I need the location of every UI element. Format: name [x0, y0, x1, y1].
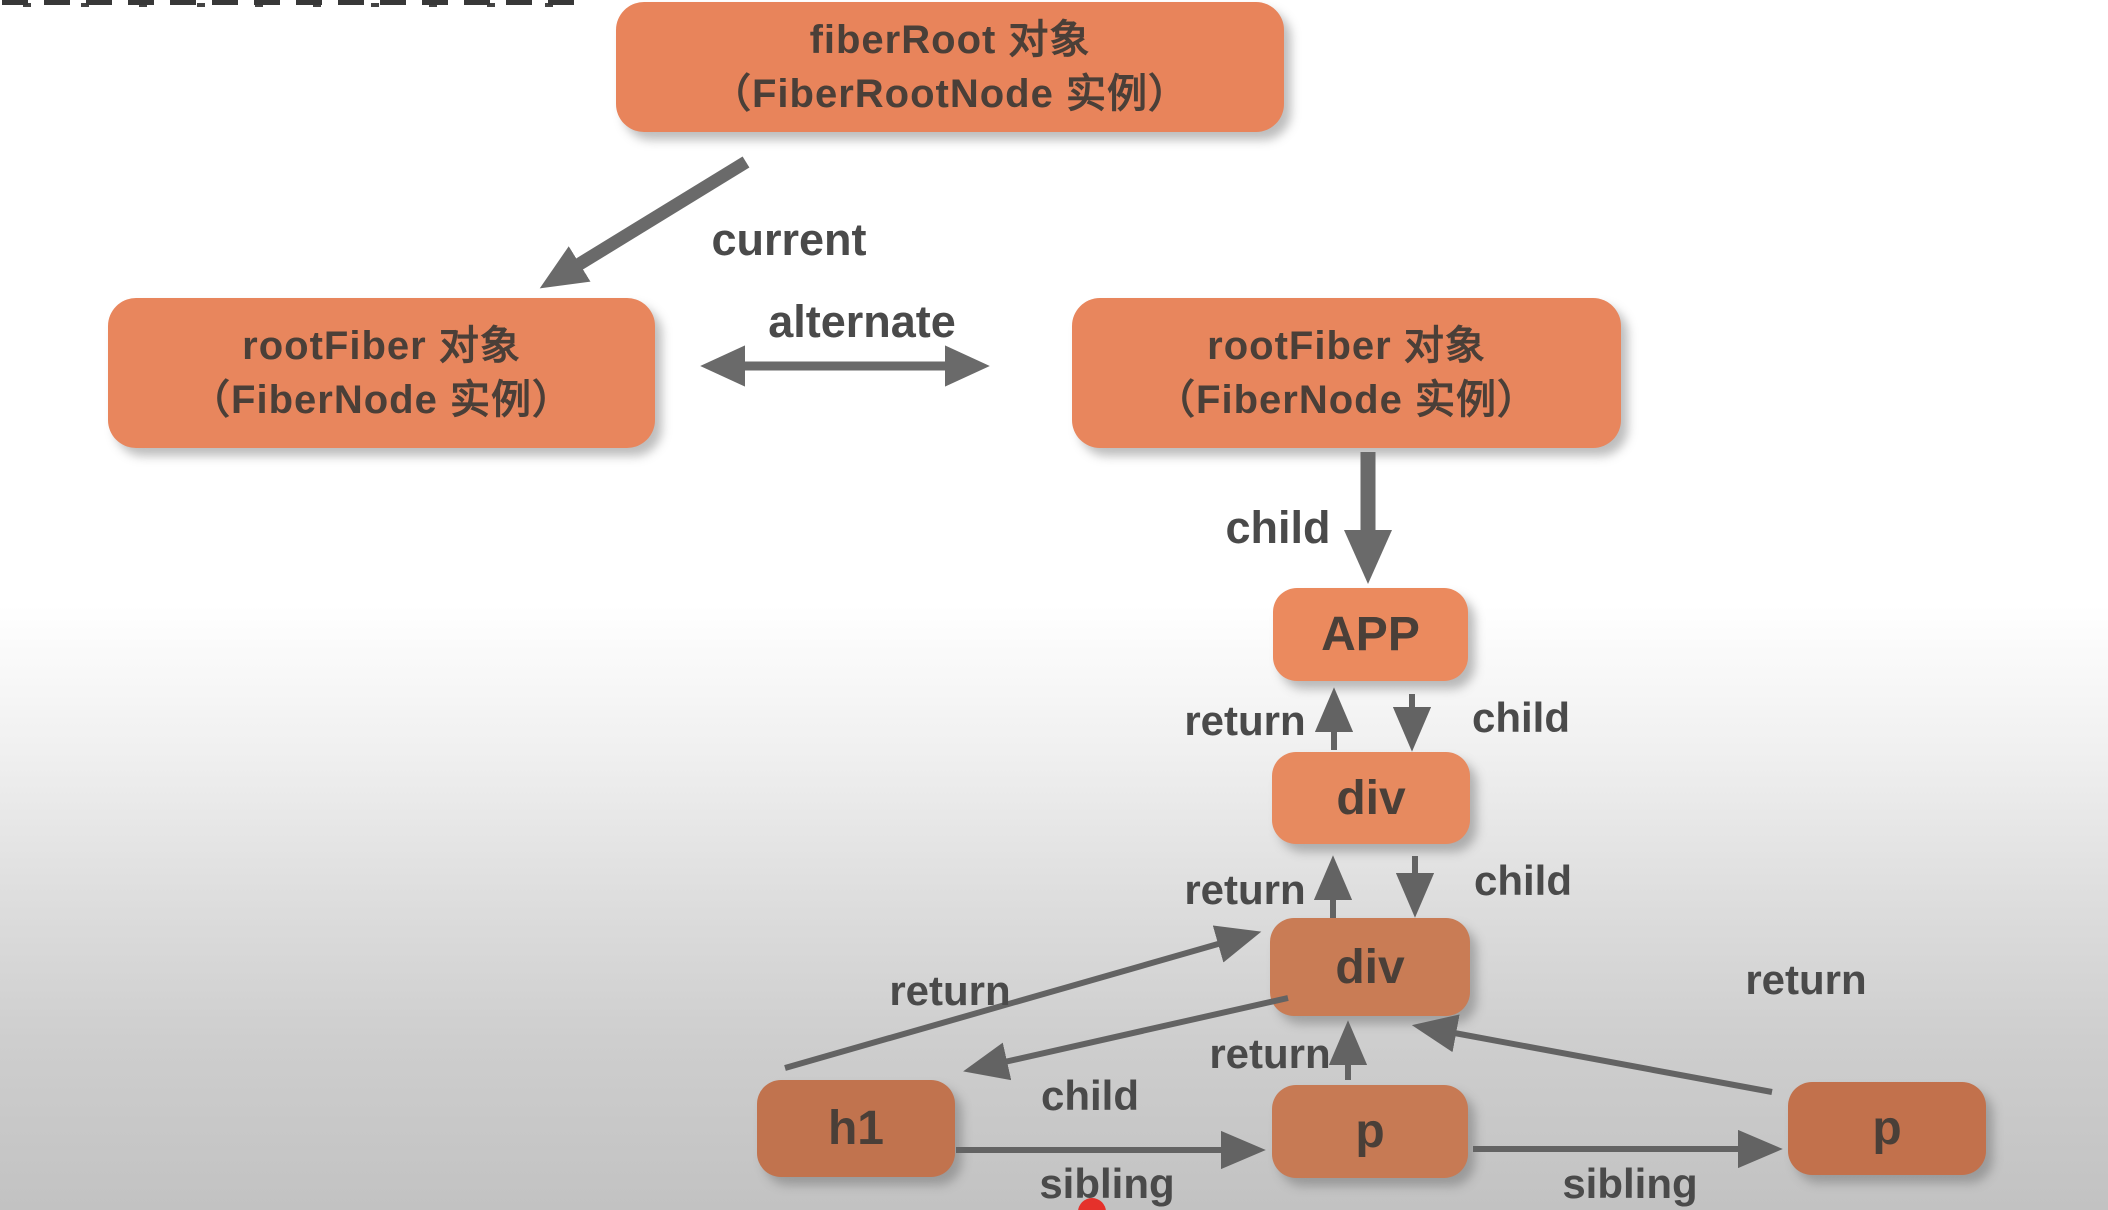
label-return-p-right: return: [1745, 956, 1867, 1003]
arrow-return-pright-to-div2: [1411, 1014, 1773, 1095]
label-return-h1: return: [889, 967, 1011, 1014]
label-sibling-2: sibling: [1562, 1160, 1698, 1207]
label-child-2: child: [1473, 857, 1573, 904]
record-dot: [1078, 1198, 1106, 1210]
node-root-fiber-right-line1: rootFiber 对象: [1207, 324, 1486, 368]
node-root-fiber-right: rootFiber 对象 （FiberNode 实例）: [1072, 298, 1621, 448]
node-p-middle: p: [1272, 1085, 1468, 1178]
node-fiber-root-line1: fiberRoot 对象: [809, 18, 1091, 62]
label-child-root: child: [1225, 502, 1331, 553]
node-h1-label: h1: [827, 1102, 884, 1155]
node-h1: h1: [757, 1080, 955, 1177]
label-current: current: [711, 214, 867, 265]
node-div-2: div: [1270, 918, 1470, 1016]
node-div-1: div: [1272, 752, 1470, 844]
node-root-fiber-left: rootFiber 对象 （FiberNode 实例）: [108, 298, 655, 448]
node-root-fiber-left-line1: rootFiber 对象: [242, 324, 521, 368]
arrow-return-h1-to-div2: [784, 925, 1262, 1071]
label-sibling-1: sibling: [1039, 1160, 1175, 1207]
clipped-heading-fragments: [2, 0, 582, 9]
label-alternate: alternate: [768, 296, 956, 347]
node-root-fiber-left-line2: （FiberNode 实例）: [190, 378, 573, 422]
label-return-1: return: [1184, 697, 1306, 744]
node-fiber-root-line2: （FiberRootNode 实例）: [711, 72, 1189, 116]
label-child-1: child: [1471, 694, 1571, 741]
label-return-2: return: [1184, 866, 1306, 913]
node-fiber-root: fiberRoot 对象 （FiberRootNode 实例）: [616, 2, 1284, 132]
node-div-1-label: div: [1336, 771, 1406, 825]
arrow-current: [539, 156, 750, 289]
arrow-child-div2-to-h1: [963, 995, 1289, 1081]
label-return-p: return: [1209, 1030, 1331, 1077]
node-app-label: APP: [1321, 608, 1420, 661]
label-child-h1: child: [1040, 1072, 1140, 1119]
node-p-middle-label: p: [1355, 1105, 1385, 1158]
node-app: APP: [1273, 588, 1468, 681]
node-p-right-label: p: [1872, 1102, 1902, 1155]
node-p-right: p: [1788, 1082, 1986, 1175]
node-root-fiber-right-line2: （FiberNode 实例）: [1155, 378, 1538, 422]
node-div-2-label: div: [1335, 940, 1405, 994]
